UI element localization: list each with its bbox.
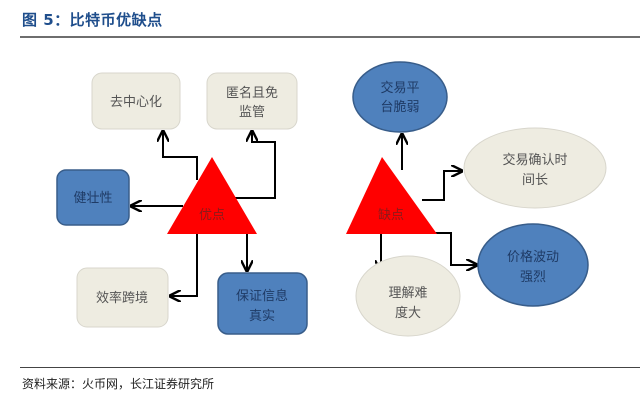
node-label: 效率跨境 — [96, 290, 148, 306]
node-label: 台脆弱 — [380, 99, 419, 115]
node-label: 监管 — [239, 105, 265, 120]
node-label: 交易确认时 — [502, 152, 567, 168]
node-label: 理解难 — [388, 286, 427, 301]
node-label: 保证信息 — [236, 288, 288, 304]
disadvantages-label: 缺点 — [378, 208, 404, 223]
node-volatile: 价格波动 强烈 — [477, 223, 589, 307]
connector-volatile — [424, 232, 477, 265]
advantages-triangle: 优点 — [167, 157, 257, 234]
connector-cross-border — [170, 233, 198, 296]
node-anonymous: 匿名且免 监管 — [206, 72, 298, 130]
figure-title: 图 5：比特币优缺点 — [22, 11, 163, 29]
node-label: 交易平 — [380, 80, 419, 96]
advantages-label: 优点 — [199, 208, 225, 223]
connector-slow-confirm — [422, 171, 462, 201]
node-robustness: 健壮性 — [56, 169, 130, 226]
disadvantages-triangle: 缺点 — [346, 157, 437, 234]
node-label: 匿名且免 — [226, 85, 278, 101]
node-authentic: 保证信息 真实 — [217, 272, 308, 335]
source-divider — [20, 367, 640, 368]
node-label: 强烈 — [520, 270, 546, 285]
node-label: 去中心化 — [110, 95, 162, 110]
node-label: 度大 — [395, 305, 421, 321]
node-label: 间长 — [522, 173, 548, 188]
node-label: 真实 — [249, 309, 275, 324]
node-hard-to-understand: 理解难 度大 — [355, 255, 461, 337]
node-fragile-platform: 交易平 台脆弱 — [352, 61, 448, 133]
node-cross-border: 效率跨境 — [76, 267, 169, 328]
connector-decentralized — [163, 131, 198, 180]
node-decentralized: 去中心化 — [91, 72, 181, 130]
connector-anonymous — [234, 131, 276, 199]
title-divider — [20, 36, 640, 38]
node-label: 价格波动 — [507, 249, 559, 265]
node-label: 健壮性 — [73, 191, 112, 206]
figure-source: 资料来源：火币网，长江证券研究所 — [22, 377, 215, 391]
node-slow-confirm: 交易确认时 间长 — [463, 127, 607, 209]
